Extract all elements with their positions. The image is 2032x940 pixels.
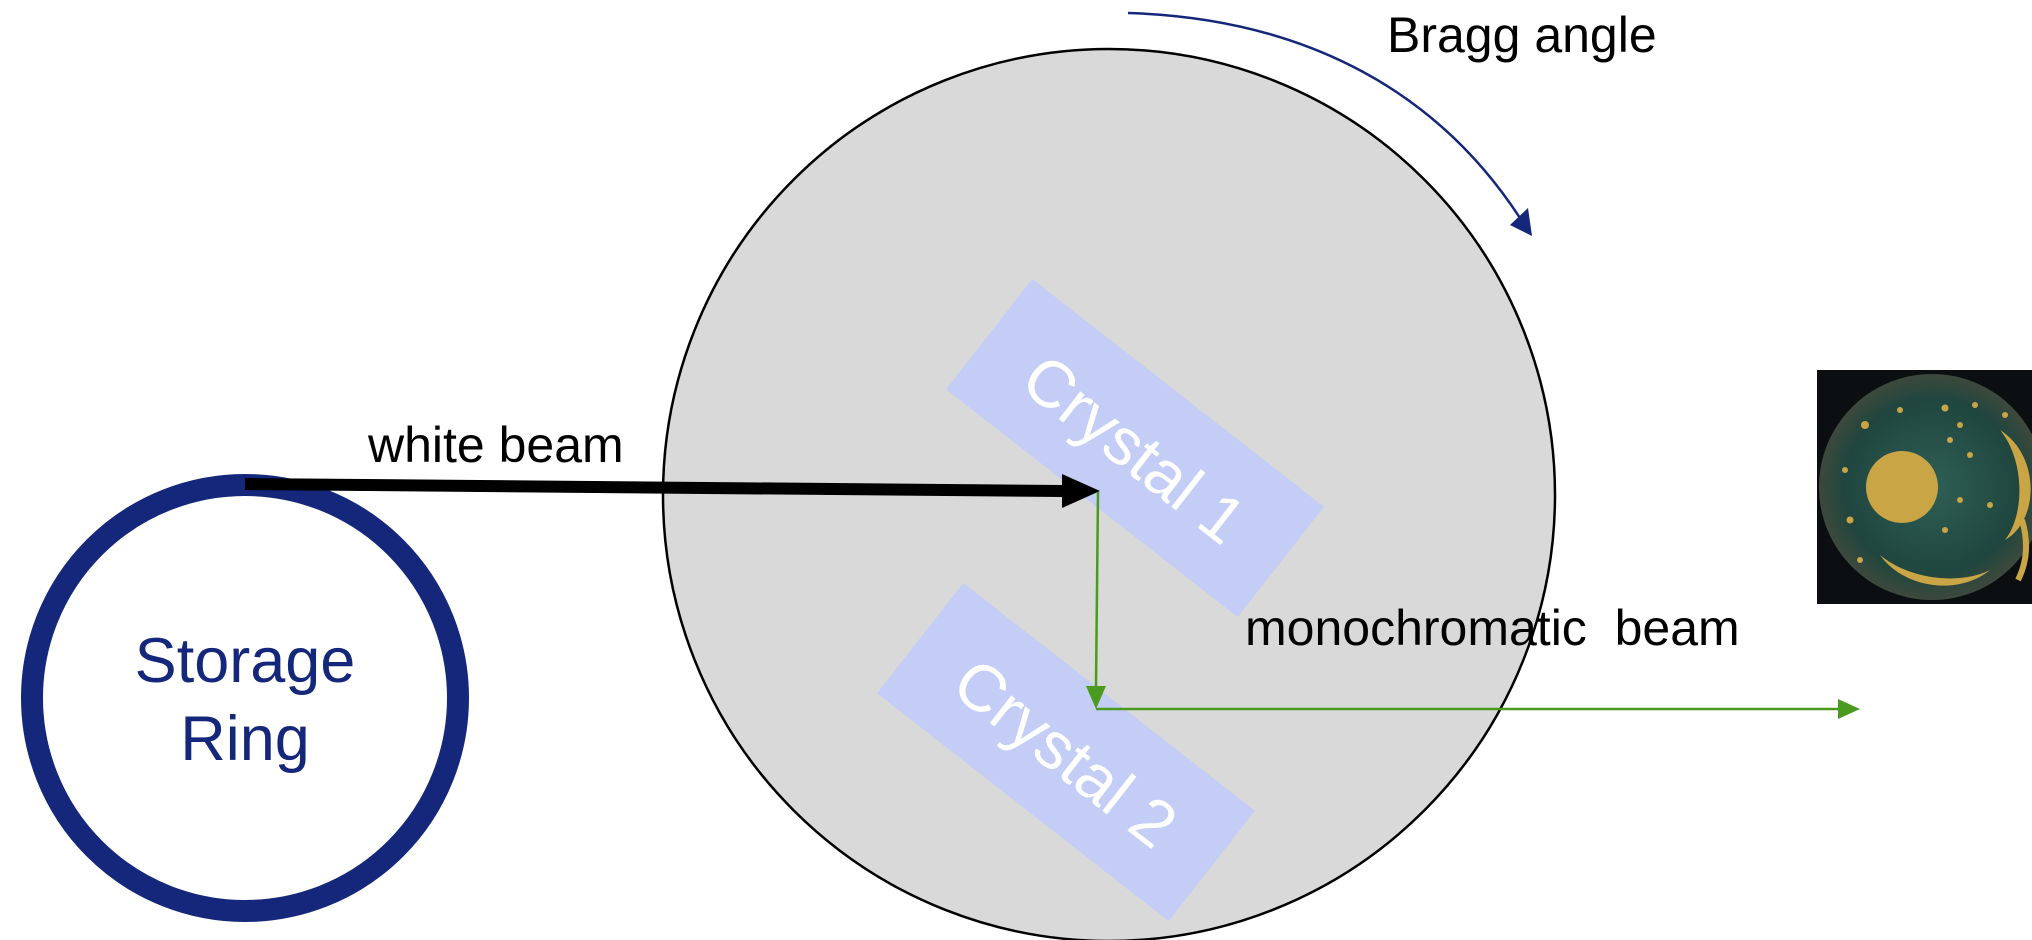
sky-disc-image [1817, 370, 2032, 604]
monochromatic-beam-arrow [1096, 699, 1860, 719]
monochromatic-beam-label: monochromatic beam [1245, 600, 1740, 656]
storage-ring-label-line1: Storage [135, 626, 356, 696]
white-beam-arrow [244, 474, 1100, 508]
bragg-angle-label: Bragg angle [1387, 7, 1657, 63]
storage-ring [21, 474, 469, 922]
diffracted-beam-arrow [1086, 491, 1106, 709]
white-beam-label: white beam [367, 417, 624, 473]
bragg-angle-arrow [1127, 11, 1532, 236]
storage-ring-label-line2: Ring [180, 704, 310, 774]
